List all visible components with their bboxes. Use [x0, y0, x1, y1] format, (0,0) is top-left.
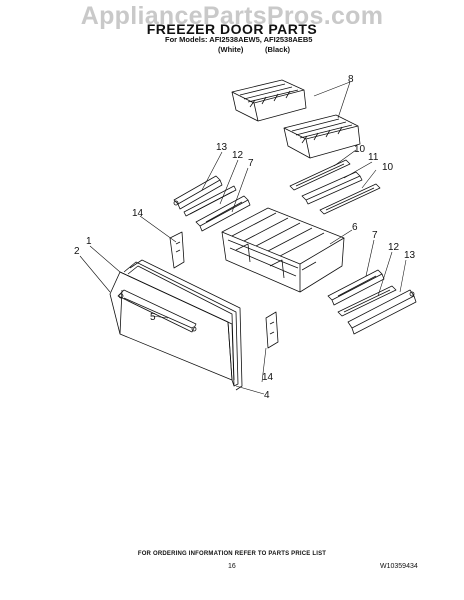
- callout-14-left: 14: [132, 208, 144, 219]
- slide-10-upper: [289, 159, 351, 191]
- models-line: For Models: AFI2538AEW5, AFI2538AEB5: [165, 35, 313, 44]
- color-black-label: (Black): [265, 45, 291, 54]
- callout-13-right: 13: [404, 250, 416, 261]
- callout-6: 6: [352, 222, 358, 233]
- callout-14-right: 14: [262, 372, 274, 383]
- slide-rail-12-left: [183, 185, 237, 217]
- callout-11: 11: [368, 152, 379, 163]
- callout-4: 4: [264, 390, 270, 401]
- callout-numbers: 1 2 4 5 6 7 7 8 10 10 11 12 12 13 13 14 …: [74, 74, 416, 401]
- callout-12-left: 12: [232, 150, 244, 161]
- slide-11: [301, 171, 363, 205]
- color-white-label: (White): [218, 45, 244, 54]
- lower-basket: [221, 207, 345, 293]
- slide-10-lower: [319, 183, 381, 215]
- slide-bracket-7-left: [195, 195, 251, 232]
- bracket-14-left: [169, 231, 185, 269]
- callout-1: 1: [86, 236, 92, 247]
- slide-rail-12-right: [337, 285, 397, 317]
- upper-basket-2: [283, 114, 361, 159]
- watermark: AppliancePartsPros.com: [80, 2, 384, 30]
- callout-10-upper: 10: [354, 144, 366, 155]
- document-number: W10359434: [380, 563, 418, 570]
- callout-12-right: 12: [388, 242, 400, 253]
- slide-rail-13-left: [173, 175, 223, 210]
- callout-13-left: 13: [216, 142, 228, 153]
- callout-7-left: 7: [248, 158, 254, 169]
- upper-basket-1: [231, 79, 307, 122]
- door-handle-5: [117, 289, 197, 333]
- callout-8: 8: [348, 74, 354, 85]
- callout-2: 2: [74, 246, 80, 257]
- callout-7-right: 7: [372, 230, 378, 241]
- page-title: FREEZER DOOR PARTS: [146, 21, 318, 37]
- slide-rail-13-right: [347, 289, 417, 335]
- slide-bracket-7-right: [327, 269, 385, 306]
- page-number: 16: [228, 563, 236, 570]
- callout-5: 5: [150, 312, 156, 323]
- leader-lines: [79, 81, 407, 395]
- ordering-note: FOR ORDERING INFORMATION REFER TO PARTS …: [137, 551, 327, 557]
- bracket-14-right: [265, 311, 279, 349]
- door-gasket: [123, 261, 239, 387]
- callout-10-lower: 10: [382, 162, 394, 173]
- door-panel: [109, 271, 235, 387]
